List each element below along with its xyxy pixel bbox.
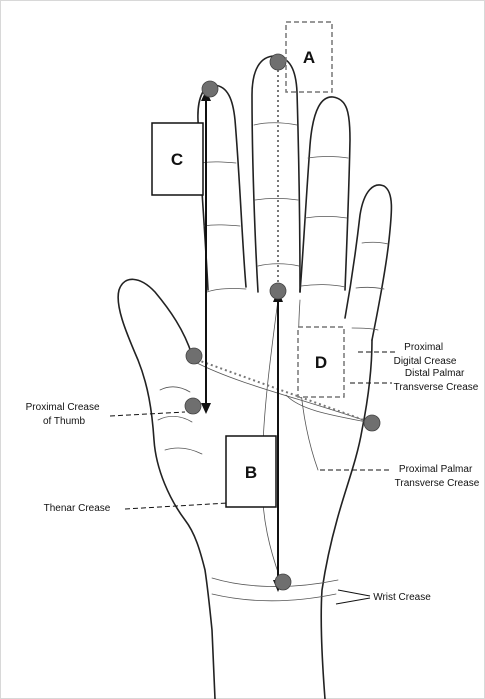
middle-fingertip-point [270, 54, 286, 70]
thumb-crease-leader [110, 412, 185, 416]
wrist-crease-label: Wrist Crease [373, 592, 431, 603]
index-finger-base-point [186, 348, 202, 364]
index-fingertip-point [202, 81, 218, 97]
proximal-palmar-transverse-crease-label: Proximal Palmar Transverse Crease [395, 464, 480, 489]
middle-finger-base-point [270, 283, 286, 299]
proximal-digital-crease-label: Proximal Digital Crease [394, 342, 457, 367]
palm-diagonal-line [192, 358, 372, 423]
proximal-crease-of-thumb-label: Proximal Crease of Thumb [26, 402, 103, 427]
box-b-label: B [245, 463, 257, 482]
wrist-crease-leader-1 [338, 590, 370, 596]
box-c-label: C [171, 150, 183, 169]
thumb-crease-point [185, 398, 201, 414]
box-d-label: D [315, 353, 327, 372]
palm-edge-point [364, 415, 380, 431]
wrist-crease-leader-2 [336, 598, 370, 604]
box-a-label: A [303, 48, 315, 67]
wrist-crease-point [275, 574, 291, 590]
thenar-crease-label: Thenar Crease [44, 503, 111, 514]
distal-palmar-transverse-crease-label: Distal Palmar Transverse Crease [394, 368, 479, 393]
